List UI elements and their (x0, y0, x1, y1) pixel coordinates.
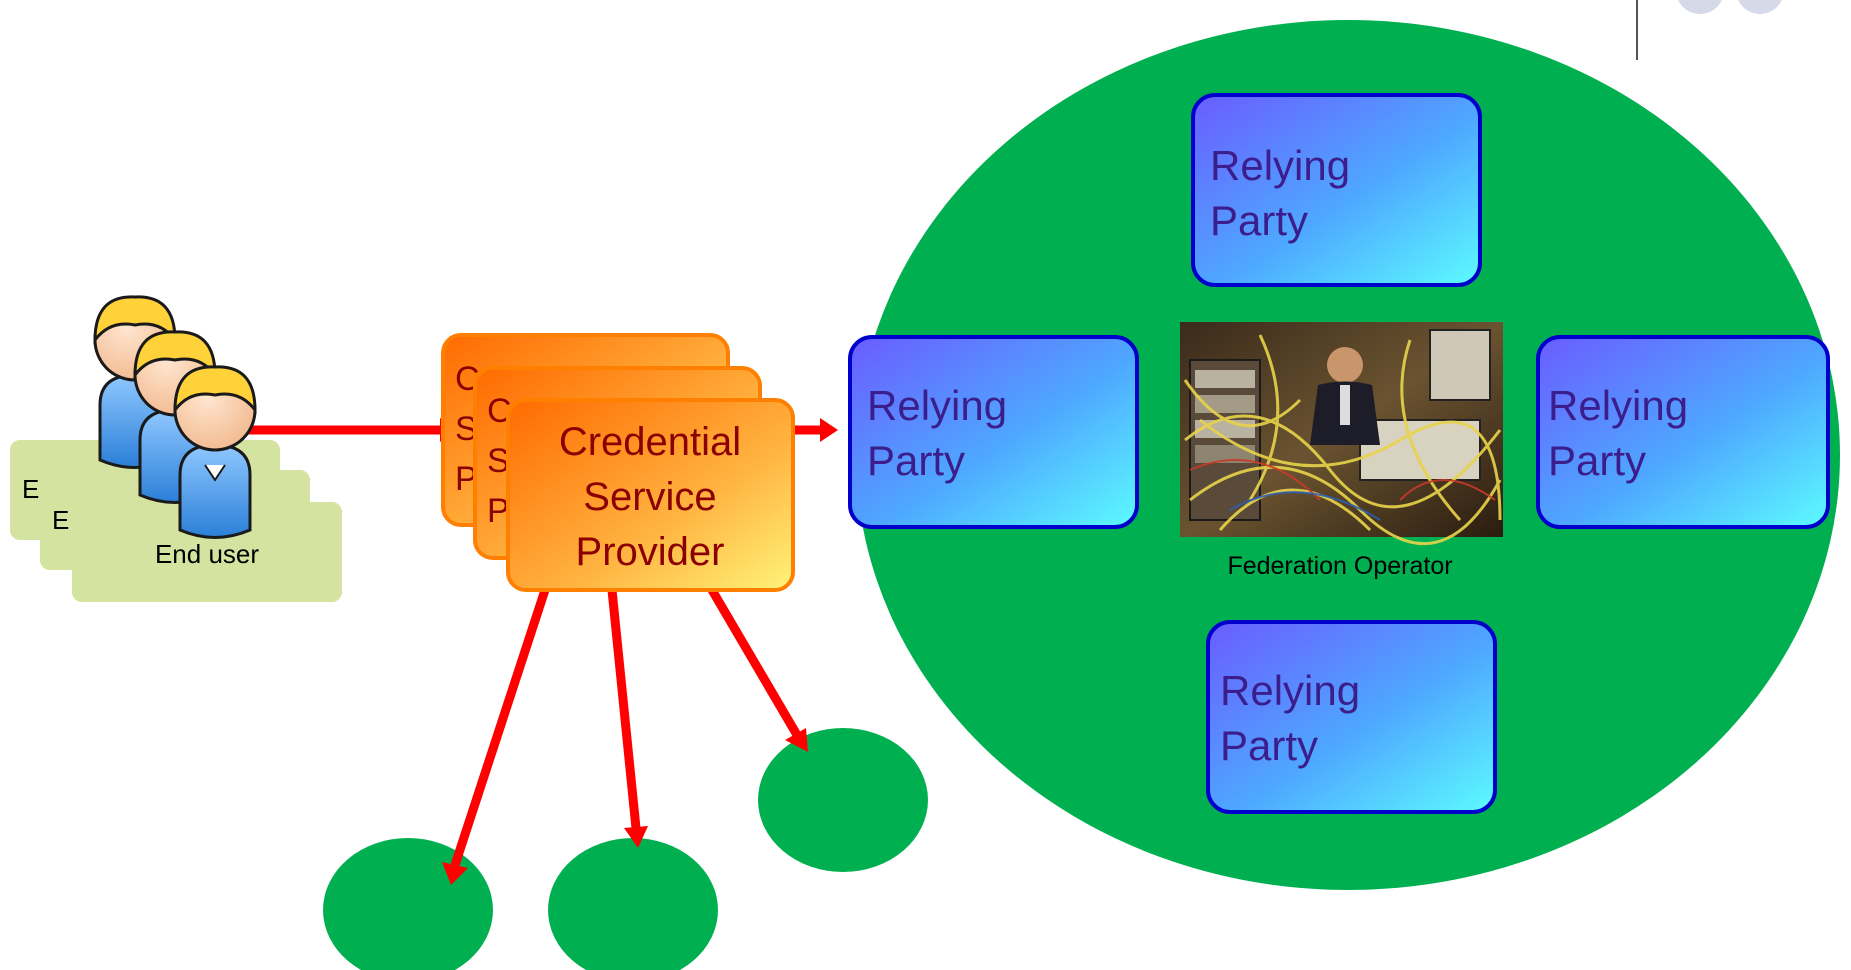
service-circle-b (548, 838, 718, 970)
csp-title-line-3: Provider (576, 530, 725, 574)
rp-top-line-2: Party (1210, 197, 1308, 244)
arrows (245, 418, 838, 885)
csp-title-line-2: Service (583, 475, 716, 519)
csp-mid-line-2: S (487, 442, 510, 480)
service-circle-a (758, 728, 928, 872)
arrow-csp-to-service-a (708, 587, 801, 738)
end-user-letter-2: E (52, 505, 69, 535)
rp-left-line-2: Party (867, 437, 965, 484)
end-user-letter-1: E (22, 474, 39, 504)
end-user-stack: E E End user (10, 440, 342, 602)
corner-decoration (1636, 0, 1782, 60)
arrow-csp-to-service-d (450, 588, 550, 867)
federation-operator-photo (1180, 322, 1503, 546)
service-circle-d (323, 838, 493, 970)
relying-party-left: Relying Party (848, 335, 1139, 529)
csp-card-front (506, 398, 795, 592)
rp-left-line-1: Relying (867, 382, 1007, 429)
csp-back-line-3: P (455, 460, 478, 498)
csp-mid-line-3: P (487, 492, 510, 530)
users-icon (93, 295, 257, 539)
relying-party-right: Relying Party (1536, 335, 1830, 529)
rp-bottom-line-1: Relying (1220, 667, 1360, 714)
end-user-card-front (72, 502, 342, 602)
rp-top-line-1: Relying (1210, 142, 1350, 189)
arrow-csp-to-service-b (607, 589, 641, 829)
end-user-label: End user (155, 539, 259, 569)
csp-stack: C S P C S P Credential Service Provider (441, 333, 795, 592)
rp-bottom-line-2: Party (1220, 722, 1318, 769)
relying-party-bottom: Relying Party (1206, 620, 1497, 814)
person-icon-3 (173, 365, 257, 539)
relying-party-top: Relying Party (1191, 93, 1482, 287)
csp-title-line-1: Credential (559, 420, 741, 464)
federation-operator-label: Federation Operator (1227, 552, 1452, 580)
rp-right-line-1: Relying (1548, 382, 1688, 429)
rp-right-line-2: Party (1548, 437, 1646, 484)
csp-back-line-2: S (455, 410, 478, 448)
